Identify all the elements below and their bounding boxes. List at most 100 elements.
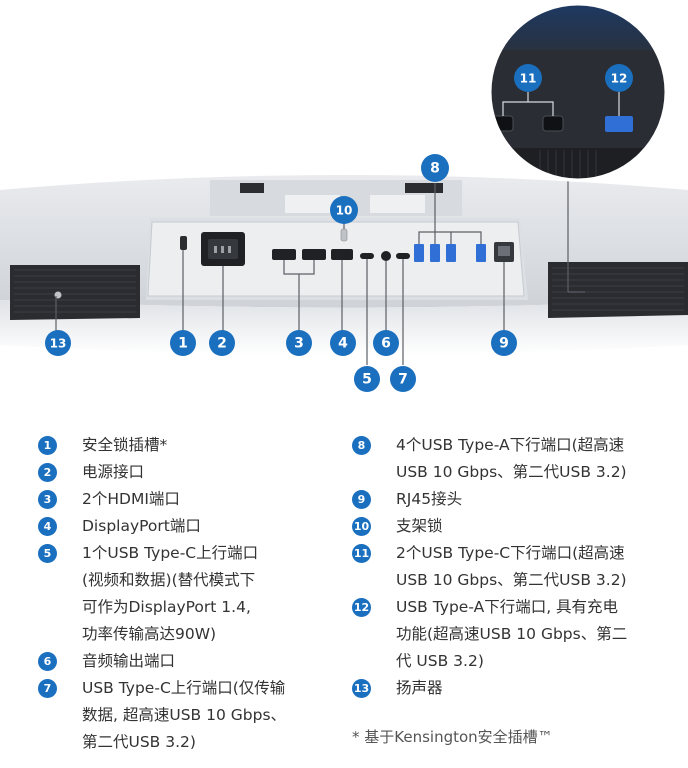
callout-circle [390,366,416,392]
security-slot [180,236,187,250]
legend-text-line: 可作为DisplayPort 1.4, [82,598,251,616]
footnote: * 基于Kensington安全插槽™ [352,728,553,746]
callout-badge-11: 11 [514,64,542,92]
legend-text-line: 2个HDMI端口 [82,490,180,508]
legend-text-line: RJ45接头 [396,490,463,508]
callout-number: 8 [430,161,440,177]
legend-item-6: 6 音频输出端口 [38,648,338,675]
legend-text-line: USB 10 Gbps、第二代USB 3.2) [396,463,627,481]
callout-badge-5: 5 [354,366,380,392]
legend-number-badge: 10 [352,517,371,536]
legend-text-line: 第二代USB 3.2) [82,733,196,751]
legend-number-badge: 5 [38,544,57,563]
callout-circle [605,64,633,92]
callout-number: 7 [398,372,408,388]
legend-text-line: 支架锁 [396,517,443,535]
stand-lock [340,228,348,242]
legend-item-12: 12 USB Type-A下行端口, 具有充电功能(超高速USB 10 Gbps、… [352,594,672,675]
callout-circle [209,330,235,356]
footnote-wrap: * 基于Kensington安全插槽™ [352,724,672,751]
callout-badge-7: 7 [390,366,416,392]
callout-circle [354,366,380,392]
legend-text-line: 功率传输高达90W) [82,625,217,643]
speaker-left [10,265,140,320]
legend-text-line: 电源接口 [82,463,145,481]
callout-badge-10: 10 [330,196,358,224]
leader-lines [55,180,585,365]
usbc-upstream-video [360,253,374,259]
callout-number: 11 [520,72,537,86]
callout-badge-9: 9 [491,330,517,356]
legend-number-badge: 11 [352,544,371,563]
legend-item-9: 9 RJ45接头 [352,486,672,513]
callout-badge-3: 3 [286,330,312,356]
legend-text-line: USB Type-A下行端口, 具有充电 [396,598,619,616]
legend-number-badge: 6 [38,652,57,671]
power-connector [201,232,245,266]
callout-number: 9 [499,336,509,352]
callout-number: 12 [611,72,628,86]
legend-number-badge: 9 [352,490,371,509]
callout-circle [45,330,71,356]
zoom-inset [488,2,668,182]
legend-number-badge: 8 [352,436,371,455]
callout-number: 6 [381,336,391,352]
callout-number: 13 [50,337,67,351]
speaker-right [548,262,688,318]
legend-text-line: 扬声器 [396,679,443,697]
legend-text-line: USB 10 Gbps、第二代USB 3.2) [396,571,627,589]
usba-downstream-ports [414,244,486,262]
callout-number: 1 [178,336,188,352]
audio-out-port [381,251,391,261]
legend-item-13: 13 扬声器 [352,675,672,702]
callout-badge-12: 12 [605,64,633,92]
callout-number: 3 [294,336,304,352]
callout-circle [514,64,542,92]
legend-text-line: 代 USB 3.2) [396,652,484,670]
callout-number: 5 [362,372,372,388]
callout-number: 10 [336,204,353,218]
legend-text-line: 功能(超高速USB 10 Gbps、第二 [396,625,628,643]
legend-text-line: 1个USB Type-C上行端口 [82,544,259,562]
legend-text-line: 4个USB Type-A下行端口(超高速 [396,436,625,454]
callout-badge-13: 13 [45,330,71,356]
legend-item-10: 10 支架锁 [352,513,672,540]
callout-number: 4 [338,336,348,352]
hdmi-ports [272,249,326,260]
legend-item-11: 11 2个USB Type-C下行端口(超高速 USB 10 Gbps、第二代USB… [352,540,672,594]
callout-badge-6: 6 [373,330,399,356]
legend-item-5: 5 1个USB Type-C上行端口 (视频和数据)(替代模式下可作为Display… [38,540,338,648]
legend-text-line: 音频输出端口 [82,652,176,670]
usbc-upstream-data [396,253,410,259]
displayport-port [331,249,353,260]
callout-badge-8: 8 [421,154,449,182]
callout-badge-1: 1 [170,330,196,356]
legend-item-8: 8 4个USB Type-A下行端口(超高速 USB 10 Gbps、第二代USB … [352,432,672,486]
legend-number-badge: 4 [38,517,57,536]
legend-number-badge: 12 [352,598,371,617]
callout-circle [421,154,449,182]
legend-text-line: 2个USB Type-C下行端口(超高速 [396,544,625,562]
callout-circle [491,330,517,356]
rj45-port [494,242,514,262]
callout-circle [286,330,312,356]
legend-number-badge: 3 [38,490,57,509]
legend-item-2: 2 电源接口 [38,459,338,486]
legend-number-badge: 1 [38,436,57,455]
callout-circle [330,196,358,224]
callout-number: 2 [217,336,227,352]
callout-badge-4: 4 [330,330,356,356]
legend-number-badge: 2 [38,463,57,482]
legend-item-3: 3 2个HDMI端口 [38,486,338,513]
legend-text-line: (视频和数据)(替代模式下 [82,571,256,589]
callout-circle [170,330,196,356]
legend-right: 8 4个USB Type-A下行端口(超高速 USB 10 Gbps、第二代USB … [352,432,672,702]
legend-number-badge: 13 [352,679,371,698]
callout-circle [373,330,399,356]
callout-badge-2: 2 [209,330,235,356]
legend-number-badge: 7 [38,679,57,698]
